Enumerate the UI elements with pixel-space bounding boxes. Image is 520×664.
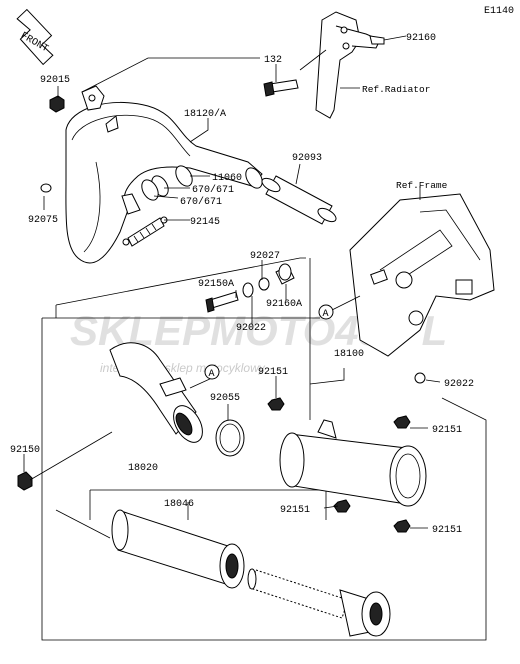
bolt-92150 — [17, 431, 113, 491]
part-18100: 18100 — [334, 349, 364, 360]
part-92093: 92093 — [292, 153, 322, 164]
silencer-inlet-pipe — [109, 342, 203, 443]
part-670-671-b: 670/671 — [180, 196, 222, 208]
perforated-tube — [247, 568, 391, 637]
part-92151-a: 92151 — [258, 367, 288, 378]
part-92160a: 92160A — [266, 299, 302, 310]
part-92150: 92150 — [10, 445, 40, 456]
part-92075: 92075 — [28, 215, 58, 226]
part-92160: 92160 — [406, 33, 436, 44]
part-670-671-a: 670/671 — [192, 184, 234, 196]
ref-radiator: Ref.Radiator — [362, 84, 430, 95]
exhaust-pipe-front — [65, 85, 263, 264]
callout-a-bottom-label: A — [209, 369, 215, 380]
part-18120a: 18120/A — [184, 108, 226, 120]
spring-92145 — [122, 216, 168, 247]
part-132: 132 — [264, 55, 282, 66]
ref-frame: Ref.Frame — [396, 180, 448, 191]
part-92015: 92015 — [40, 75, 70, 86]
part-92151-c: 92151 — [280, 505, 310, 516]
diagram-code: E1140 — [484, 6, 514, 17]
gasket-rings — [141, 165, 193, 201]
callout-a-top-label: A — [323, 309, 329, 320]
group-outline — [41, 57, 487, 641]
part-92151-b: 92151 — [432, 425, 462, 436]
part-92145: 92145 — [190, 217, 220, 228]
part-18046: 18046 — [164, 499, 194, 510]
silencer-18100 — [279, 419, 427, 507]
leader-lines — [23, 35, 441, 529]
radiator-bracket — [299, 11, 385, 119]
part-92150a: 92150A — [198, 279, 234, 290]
bolt-132 — [263, 79, 299, 97]
mount-hardware — [205, 263, 295, 313]
part-92027: 92027 — [250, 251, 280, 262]
part-92022-a: 92022 — [236, 323, 266, 334]
inner-pipe-18046 — [111, 509, 245, 589]
callout-a-top: A — [318, 304, 334, 320]
part-92151-d: 92151 — [432, 525, 462, 536]
gasket-92055 — [215, 419, 245, 457]
frame-bracket — [349, 193, 495, 357]
part-92022-b: 92022 — [444, 379, 474, 390]
part-11060: 11060 — [212, 173, 242, 184]
bolts-92151 — [267, 397, 411, 533]
part-18020: 18020 — [128, 463, 158, 474]
grommet-92075 — [40, 183, 52, 193]
nut-92015 — [49, 95, 65, 113]
callout-a-bottom: A — [204, 364, 220, 380]
washer-92022 — [414, 372, 426, 384]
front-arrow-icon: FRONT — [16, 8, 54, 66]
sleeve-92093 — [261, 175, 337, 225]
part-92055: 92055 — [210, 393, 240, 404]
